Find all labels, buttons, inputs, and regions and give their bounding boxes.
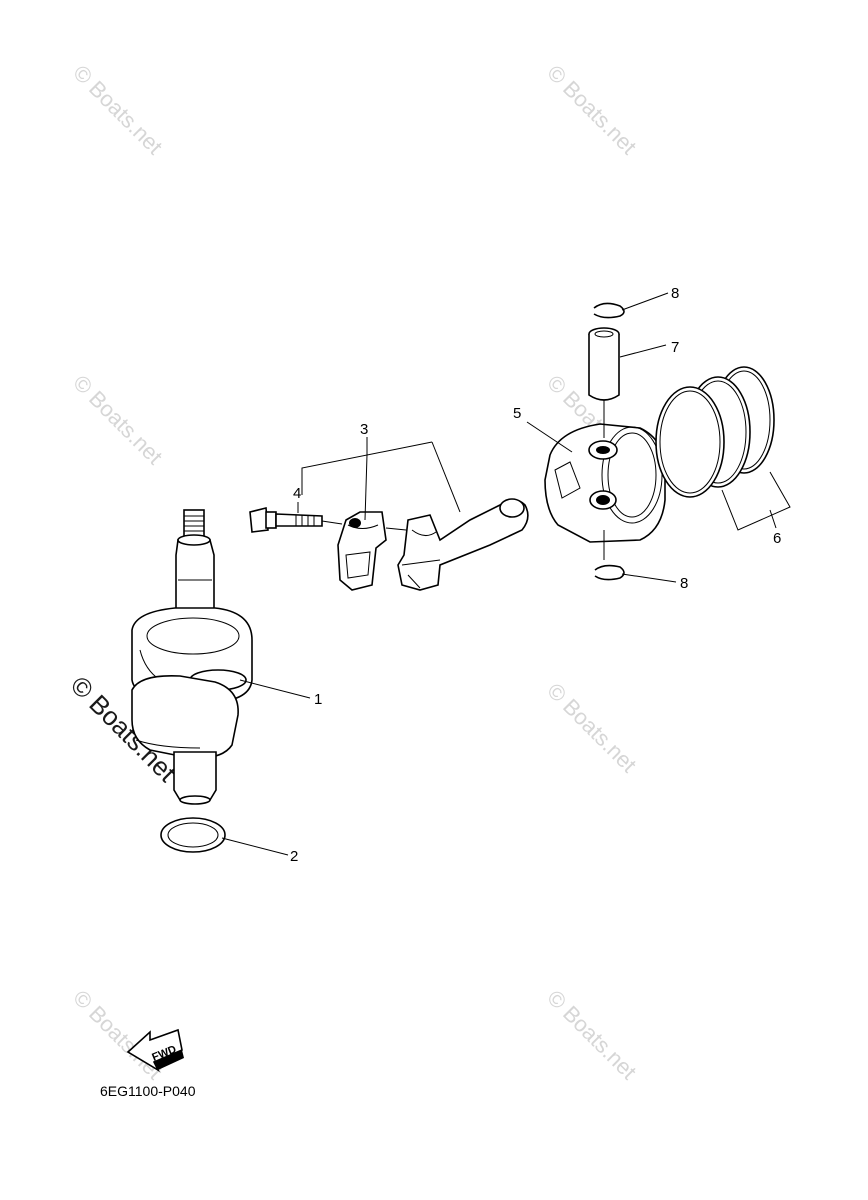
piston-pin[interactable]	[588, 327, 620, 401]
callout-6: 6	[773, 530, 781, 547]
callout-8-bottom: 8	[680, 575, 688, 592]
piston-pin-clip-bottom[interactable]	[594, 564, 625, 581]
leader-lines	[221, 292, 791, 856]
piston[interactable]	[544, 423, 666, 543]
piston-ring-set[interactable]	[655, 366, 775, 498]
callout-3: 3	[360, 421, 368, 438]
connecting-rod[interactable]	[397, 498, 529, 591]
callout-8-top: 8	[671, 285, 679, 302]
callout-5: 5	[513, 405, 521, 422]
crankshaft-washer[interactable]	[160, 817, 226, 853]
fwd-arrow-icon: FWD	[126, 1028, 184, 1073]
callout-7: 7	[671, 339, 679, 356]
piston-pin-clip-top[interactable]	[593, 302, 625, 319]
callout-1: 1	[314, 691, 322, 708]
connecting-rod-bolt[interactable]	[249, 506, 323, 533]
crankshaft[interactable]	[131, 509, 253, 805]
connecting-rod-cap[interactable]	[337, 511, 387, 591]
callout-2: 2	[290, 848, 298, 865]
diagram-code: 6EG1100-P040	[100, 1083, 196, 1099]
callout-4: 4	[293, 485, 301, 502]
